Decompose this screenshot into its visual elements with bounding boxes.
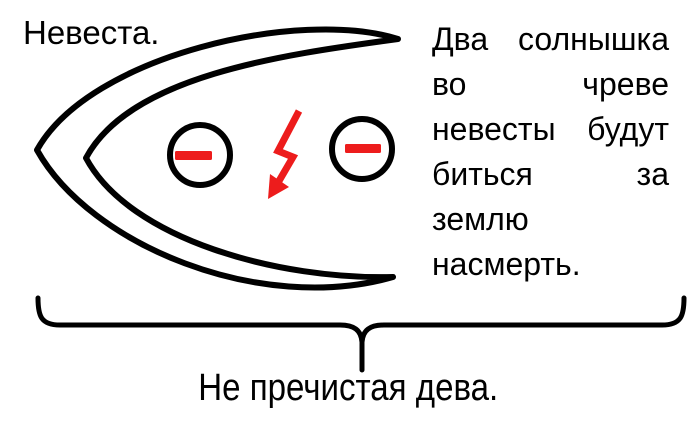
bottom-brace [35,295,687,373]
minus-icon-right [345,144,381,153]
right-note-line: насмерть. [432,246,581,282]
crescent-moon-shape [34,26,401,291]
right-note-line: во чреве [432,66,669,102]
caption-not-pure-virgin: Не пречистая дева. [198,367,499,409]
lightning-arrow-icon [268,109,303,199]
right-note-line: землю [432,201,529,237]
label-bride: Невеста. [23,14,160,51]
minus-icon-left [175,151,212,160]
right-note-text: Два солнышка во чреве невесты будут бить… [432,17,669,287]
right-note-line: Два солнышка [432,21,669,57]
right-note-line: биться за [432,156,669,192]
right-note-line: невесты будут [432,111,669,147]
